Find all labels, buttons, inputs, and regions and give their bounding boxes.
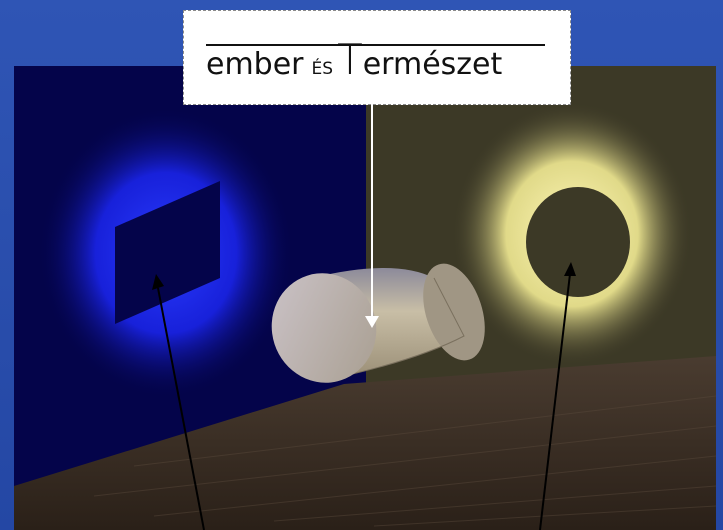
circle-shadow	[526, 187, 630, 297]
title-overline	[206, 44, 545, 46]
title-word-es: ÉS	[312, 59, 334, 79]
scene-illustration	[14, 66, 716, 530]
title-big-letter: T	[337, 35, 363, 84]
title-box: ember ÉSTermészet	[183, 10, 571, 105]
title-word-termeszet: ermészet	[363, 47, 503, 82]
title-word-ember: ember	[206, 47, 304, 82]
shadow-projection-scene	[14, 66, 716, 530]
